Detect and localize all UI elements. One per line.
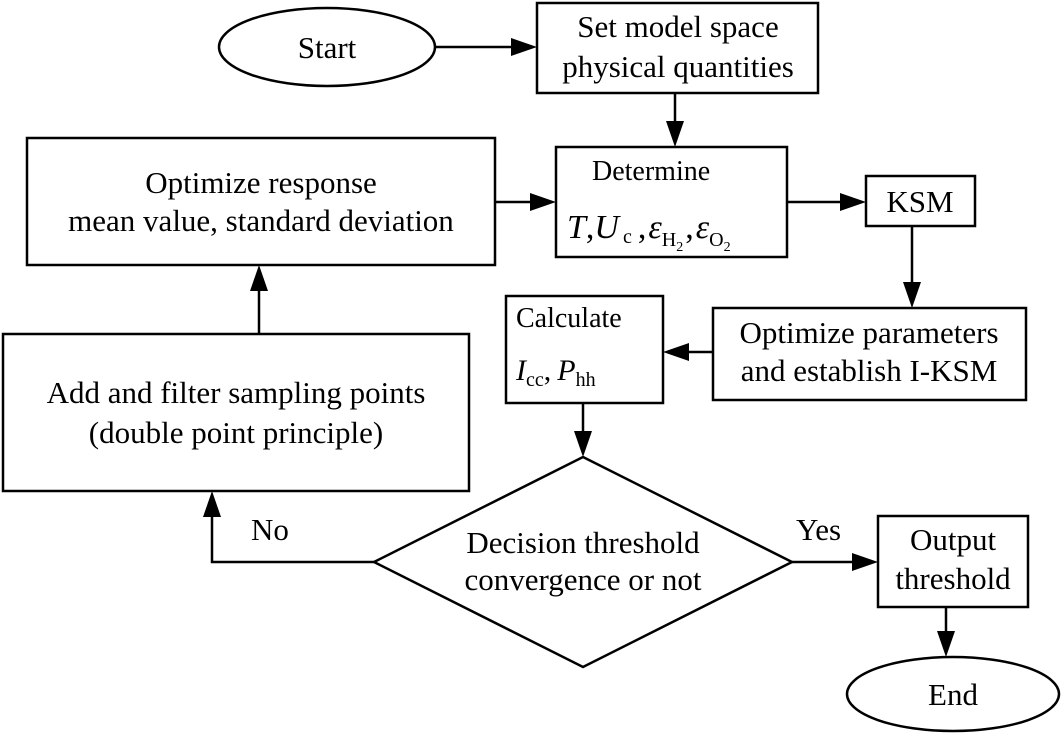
optimize-response-box: Optimize response mean value, standard d… bbox=[25, 136, 497, 267]
arrow-decision-no-to-add-filter bbox=[203, 491, 374, 564]
arrow-start-to-set-model bbox=[435, 38, 537, 56]
comma-3: , bbox=[685, 209, 694, 246]
set-model-label-line2: physical quantities bbox=[562, 49, 794, 84]
arrow-output-to-end bbox=[937, 607, 955, 657]
arrow-optimize-params-to-calculate bbox=[663, 343, 713, 361]
arrow-decision-yes-to-output bbox=[792, 553, 878, 571]
optimize-params-line2: and establish I-KSM bbox=[741, 353, 998, 388]
symbol-epsilon-h2-subscript: H bbox=[662, 229, 676, 251]
end-label: End bbox=[928, 677, 978, 712]
symbol-epsilon-o2: ε bbox=[696, 209, 710, 246]
decision-line2: convergence or not bbox=[465, 562, 702, 597]
optimize-params-box: Optimize parameters and establish I-KSM bbox=[711, 306, 1028, 402]
determine-title: Determine bbox=[592, 156, 710, 187]
arrow-optimize-response-to-determine bbox=[495, 193, 556, 211]
symbol-epsilon-o2-subsubscript: 2 bbox=[724, 240, 731, 255]
calculate-box: Calculate Icc,Phh bbox=[504, 294, 665, 405]
symbol-p-subscript: hh bbox=[576, 369, 596, 391]
optimize-params-line1: Optimize parameters bbox=[739, 315, 998, 350]
no-label: No bbox=[251, 512, 289, 547]
optimize-response-line1: Optimize response bbox=[145, 165, 377, 200]
start-node: Start bbox=[217, 6, 437, 88]
yes-label: Yes bbox=[796, 512, 841, 547]
symbol-u-subscript: c bbox=[623, 226, 632, 248]
symbol-epsilon-h2-subsubscript: 2 bbox=[676, 240, 683, 255]
symbol-p: P bbox=[556, 354, 575, 387]
symbol-epsilon-h2: ε bbox=[648, 209, 662, 246]
add-filter-box: Add and filter sampling points (double p… bbox=[1, 332, 471, 493]
symbol-u: U bbox=[594, 209, 621, 246]
symbol-t: T bbox=[567, 209, 588, 246]
arrow-add-filter-to-optimize-response bbox=[250, 265, 268, 334]
arrow-ksm-to-optimize-params bbox=[903, 226, 921, 308]
decision-diamond: Decision threshold convergence or not bbox=[371, 455, 795, 669]
set-model-label-line1: Set model space bbox=[577, 9, 778, 44]
symbol-i-subscript: cc bbox=[526, 369, 544, 391]
output-box: Output threshold bbox=[876, 514, 1030, 609]
ksm-box: KSM bbox=[864, 174, 977, 228]
arrow-set-model-to-determine bbox=[666, 93, 684, 147]
symbol-epsilon-o2-subscript: O bbox=[709, 229, 723, 251]
comma-2: , bbox=[638, 209, 647, 246]
add-filter-line2: (double point principle) bbox=[89, 415, 383, 450]
calculate-title: Calculate bbox=[516, 303, 622, 334]
comma-1: , bbox=[586, 209, 595, 246]
symbol-i: I bbox=[515, 354, 528, 387]
arrow-determine-to-ksm bbox=[787, 193, 866, 211]
start-label: Start bbox=[298, 30, 357, 65]
optimize-response-line2: mean value, standard deviation bbox=[68, 203, 454, 238]
end-node: End bbox=[845, 655, 1061, 733]
output-line1: Output bbox=[910, 522, 997, 557]
set-model-box: Set model space physical quantities bbox=[535, 1, 820, 95]
ksm-label: KSM bbox=[886, 184, 953, 219]
calculate-formula: Icc,Phh bbox=[515, 354, 596, 391]
decision-line1: Decision threshold bbox=[466, 525, 700, 560]
add-filter-line1: Add and filter sampling points bbox=[47, 375, 426, 410]
output-line2: threshold bbox=[895, 561, 1011, 596]
comma-4: , bbox=[544, 354, 552, 387]
arrow-calculate-to-decision bbox=[574, 403, 592, 457]
